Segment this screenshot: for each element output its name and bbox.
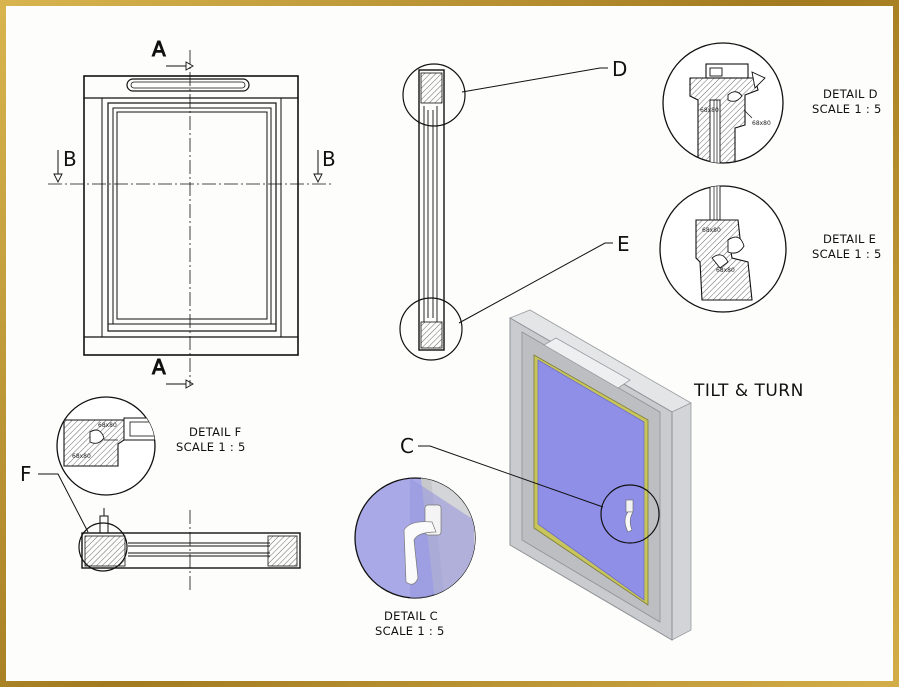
detail-c-view: DETAIL C SCALE 1 : 5 [354,477,476,638]
callout-c-label: C [400,434,414,458]
detail-d-title: DETAIL D [823,87,878,101]
drawing-sheet: A A B B D E [6,6,893,681]
detail-d-circle [402,63,466,127]
detail-d-view: 68x80 68x80 DETAIL D SCALE 1 : 5 [662,42,882,164]
detail-c-circle [600,484,660,544]
vertical-section-view [399,63,613,361]
detail-f-profile-code-2: 68x80 [72,453,91,460]
section-b-right-label: B [322,147,336,171]
detail-f-profile-code: 68x80 [98,422,117,429]
callout-f-label: F [20,462,32,486]
detail-d-profile-code: 68x80 [700,107,719,114]
callout-d-label: D [612,57,627,81]
section-b-left-label: B [63,147,77,171]
detail-f-circle [78,522,128,572]
section-a-bottom-label: A [152,355,166,379]
window-3d-view [418,309,692,641]
detail-d-profile-code-2: 68x80 [752,120,771,127]
section-b-right-marker: B [313,147,336,184]
section-a-top-label: A [152,37,166,61]
detail-c-title: DETAIL C [384,609,438,623]
detail-d-scale: SCALE 1 : 5 [812,102,882,116]
detail-e-profile-code-2: 68x80 [716,267,735,274]
detail-f-view: 68x80 68x80 DETAIL F SCALE 1 : 5 [56,396,246,496]
horizontal-section-view [38,473,301,592]
section-a-bottom-marker: A [152,355,194,389]
technical-drawing: A A B B D E [20,37,882,641]
handle-lever [403,521,437,585]
callout-e-label: E [617,232,630,256]
tilt-turn-heading: TILT & TURN [693,381,804,401]
detail-e-profile-code: 68x80 [702,227,721,234]
front-elevation-view [48,50,333,385]
detail-f-scale: SCALE 1 : 5 [176,440,246,454]
detail-e-view: 68x80 68x80 DETAIL E SCALE 1 : 5 [659,185,882,313]
detail-c-scale: SCALE 1 : 5 [375,624,445,638]
detail-e-circle [399,297,463,361]
section-b-left-marker: B [53,147,77,184]
detail-e-scale: SCALE 1 : 5 [812,247,882,261]
section-a-top-marker: A [152,37,194,71]
detail-e-title: DETAIL E [823,232,876,246]
detail-f-title: DETAIL F [189,425,242,439]
